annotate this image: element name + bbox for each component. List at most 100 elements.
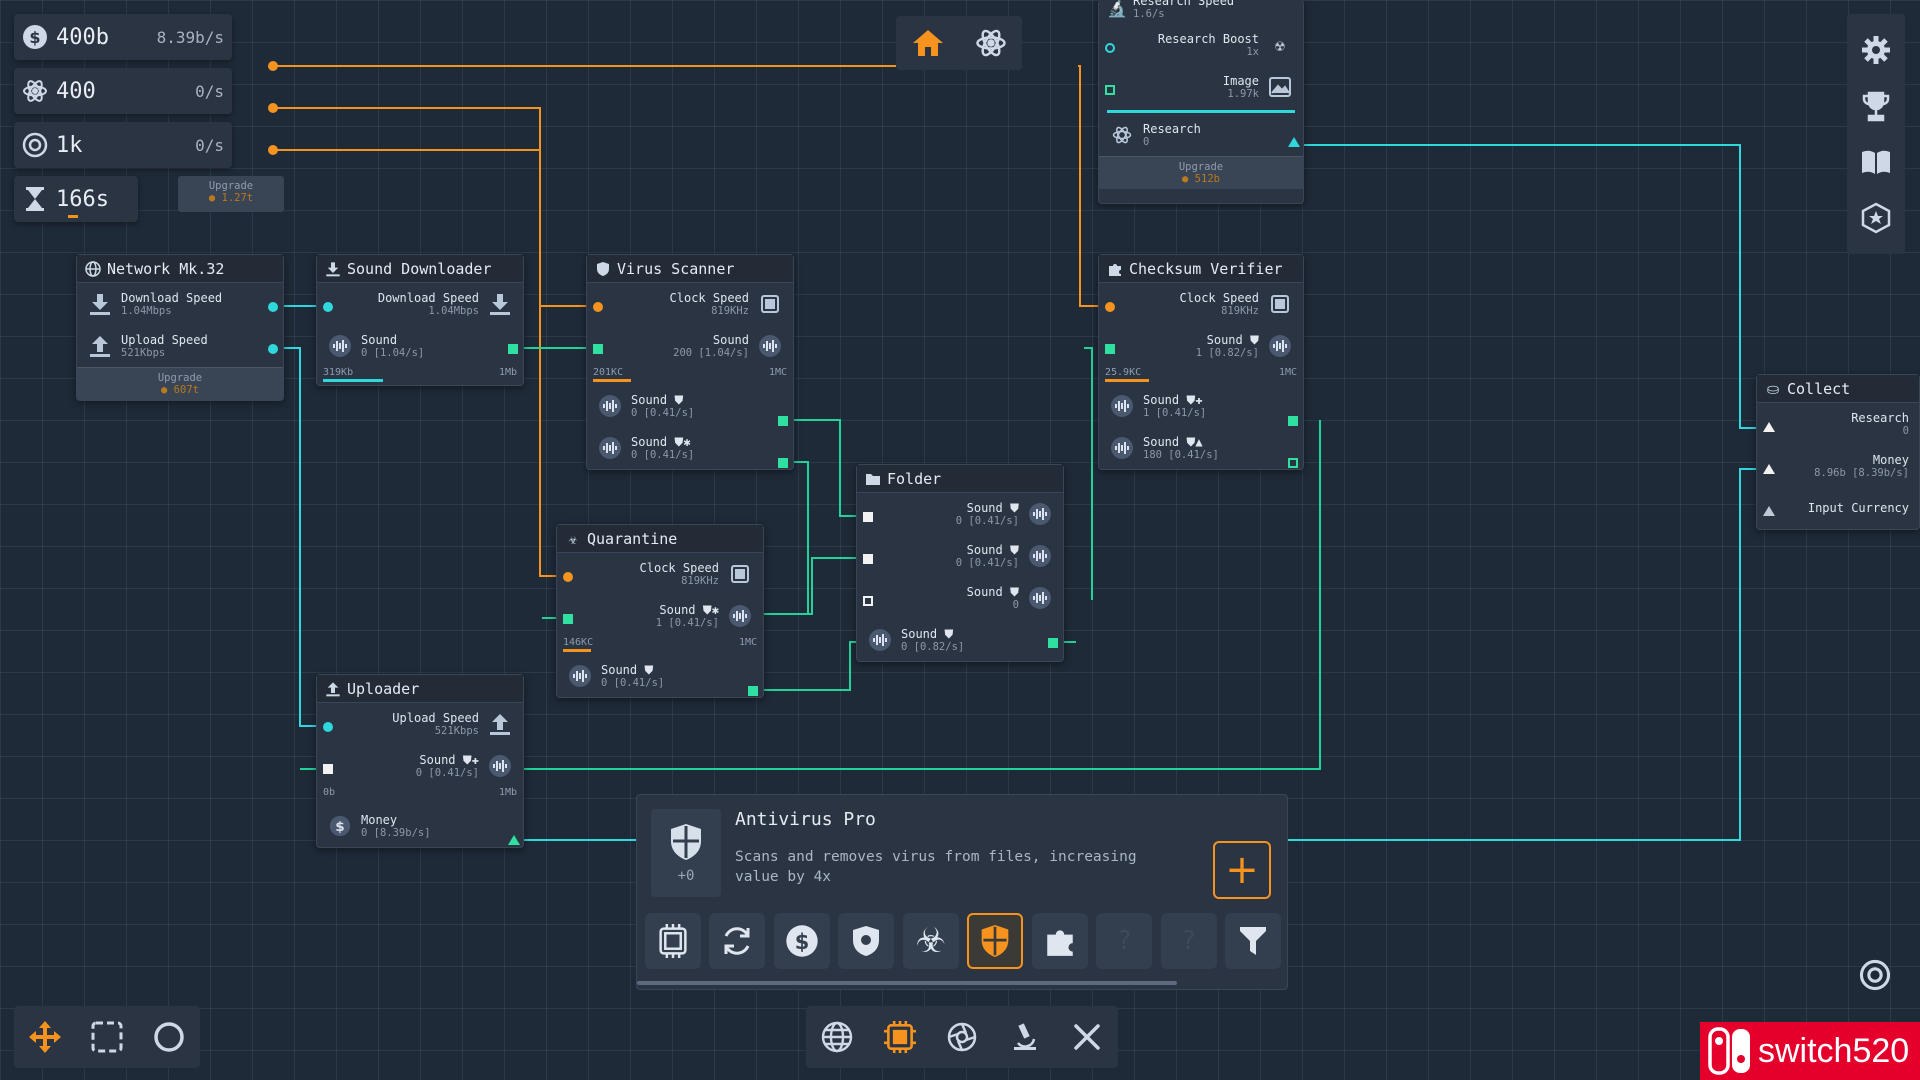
port-clock-in[interactable] [593,302,603,312]
port-tokens-out[interactable] [268,145,278,155]
upload-icon [325,681,341,697]
palette-refresh[interactable] [709,913,766,969]
node-header[interactable]: Virus Scanner [587,255,793,283]
tab-research[interactable] [1004,1017,1044,1057]
node-header[interactable]: ⛀ Collect [1757,375,1919,403]
port-clean-out[interactable] [778,416,788,426]
corrupt-shield-icon: ⛊▲ [1186,435,1203,449]
tab-processing[interactable] [880,1017,920,1057]
port-image-in[interactable] [1105,85,1115,95]
row-label: Sound [1143,435,1180,449]
palette-virus-scanner[interactable] [838,913,895,969]
settings-button[interactable] [1856,30,1896,70]
node-header[interactable]: ☣ Quarantine [557,525,763,553]
port-sound-in[interactable] [593,344,603,354]
guide-button[interactable] [1856,142,1896,182]
move-tool-button[interactable] [25,1017,65,1057]
right-bar [1847,14,1905,254]
locked-icon: ? [1180,926,1197,956]
home-button[interactable] [908,23,948,63]
port-sound-in[interactable] [1105,344,1115,354]
gear-icon [1862,36,1890,64]
row-value: 819KHz [681,575,719,587]
row-value: 0 [0.41/s] [955,515,1019,527]
port-research-in[interactable] [1763,422,1775,432]
port-upload-in[interactable] [323,722,333,732]
port-corrupt-out[interactable] [1288,458,1298,468]
palette-quarantine[interactable]: ☣ [902,913,959,969]
palette-cpu[interactable] [645,913,701,969]
port-upload-out[interactable] [268,344,278,354]
row-sound: Sound ⛊✱1 [0.41/s] [557,595,763,637]
palette-scrollbar[interactable] [637,981,1177,985]
tab-network[interactable] [817,1017,857,1057]
port-clock-in[interactable] [1105,302,1115,312]
port-sound-out[interactable] [748,686,758,696]
port-research-out[interactable] [268,103,278,113]
node-header[interactable]: Checksum Verifier [1099,255,1303,283]
upgrade-button[interactable]: Upgrade ● 512b [1099,156,1303,189]
palette-filter[interactable] [1224,913,1281,969]
port-sound-in[interactable] [563,614,573,624]
port-download-out[interactable] [268,302,278,312]
port-money-out[interactable] [268,61,278,71]
prestige-button[interactable] [1856,198,1896,238]
collect-icon: ⛀ [1766,379,1780,398]
select-tool-button[interactable] [87,1017,127,1057]
circle-tool-button[interactable] [149,1017,189,1057]
port-sound-out[interactable] [508,344,518,354]
trophy-icon [1862,91,1890,122]
port-sound-out[interactable] [1048,638,1058,648]
tokens-rate: 0/s [195,135,224,155]
palette-checksum[interactable] [1031,913,1088,969]
port-currency-in[interactable] [1763,506,1775,516]
port-clock-in[interactable] [563,572,573,582]
achievements-button[interactable] [1856,86,1896,126]
upgrade-button[interactable]: Upgrade ● 607t [77,367,283,400]
research-button[interactable] [971,23,1011,63]
port-input-3[interactable] [863,596,873,606]
node-header[interactable]: Sound Downloader [317,255,523,283]
node-header[interactable]: Folder [857,465,1063,493]
center-view-button[interactable] [1855,955,1895,995]
port-money-in[interactable] [1763,464,1775,474]
port-infected-out[interactable] [778,458,788,468]
sound-wave-icon [1267,333,1293,359]
resource-upgrade[interactable]: Upgrade ● 1.27t [178,176,284,212]
node-header[interactable]: Network Mk.32 [77,255,283,283]
port-research-out[interactable] [1288,137,1300,147]
hexagon-star-icon [1861,202,1891,234]
port-download-in[interactable] [323,302,333,312]
port-sound-in[interactable] [323,764,333,774]
tab-tools[interactable] [1067,1017,1107,1057]
progress-bar [593,379,631,382]
port-input-2[interactable] [863,554,873,564]
row-value: 0 [0.41/s] [415,767,479,779]
switch-logo-icon [1708,1027,1750,1075]
row-value: 0 [1143,136,1150,148]
node-header[interactable]: Uploader [317,675,523,703]
port-boost-in[interactable] [1105,43,1115,53]
add-item-button[interactable]: + [1213,841,1271,899]
upload-icon [87,333,113,359]
node-title: Network Mk.32 [107,259,225,278]
port-money-out[interactable] [508,835,520,845]
node-folder[interactable]: Folder Sound ⛊0 [0.41/s] Sound ⛊0 [0.41/… [856,464,1064,662]
port-verified-out[interactable] [1288,416,1298,426]
row-label: Upload Speed [392,711,479,725]
palette-money[interactable]: $ [773,913,830,969]
palette-antivirus-pro[interactable] [967,913,1024,969]
port-input-1[interactable] [863,512,873,522]
tab-media[interactable] [942,1017,982,1057]
